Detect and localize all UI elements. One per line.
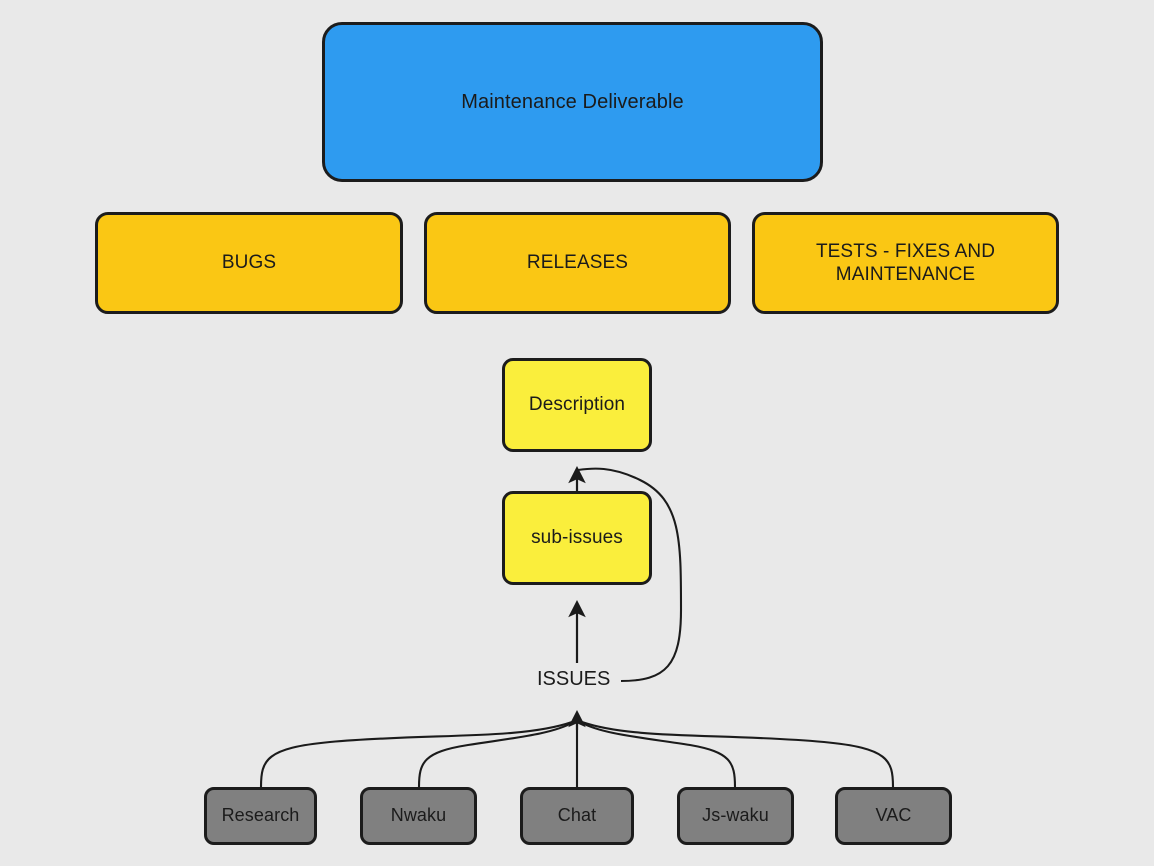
node-label: Maintenance Deliverable (461, 90, 684, 113)
node-maintenance-deliverable[interactable]: Maintenance Deliverable (322, 22, 823, 182)
node-label: TESTS - FIXES AND MAINTENANCE (815, 240, 996, 285)
node-source-vac[interactable]: VAC (835, 787, 952, 845)
node-label: Js-waku (702, 805, 769, 826)
node-source-research[interactable]: Research (204, 787, 317, 845)
node-phase-releases[interactable]: RELEASES (424, 212, 731, 314)
node-sub-issues[interactable]: sub-issues (502, 491, 652, 585)
node-label: VAC (875, 805, 912, 826)
node-label: Research (221, 805, 300, 826)
node-source-chat[interactable]: Chat (520, 787, 634, 845)
node-label: BUGS (221, 252, 277, 274)
node-phase-bugs[interactable]: BUGS (95, 212, 403, 314)
node-label: Chat (557, 805, 597, 826)
node-source-nwaku[interactable]: Nwaku (360, 787, 477, 845)
node-phase-tests-fixes-and-maintenance[interactable]: TESTS - FIXES AND MAINTENANCE (752, 212, 1059, 314)
node-source-js-waku[interactable]: Js-waku (677, 787, 794, 845)
edge-sources-to-issues (259, 710, 895, 788)
node-description[interactable]: Description (502, 358, 652, 452)
edge-label-issues: ISSUES (535, 668, 613, 691)
node-label: Description (528, 394, 626, 416)
node-label: sub-issues (531, 527, 623, 549)
node-label: RELEASES (526, 252, 629, 274)
node-label: Nwaku (390, 805, 447, 826)
